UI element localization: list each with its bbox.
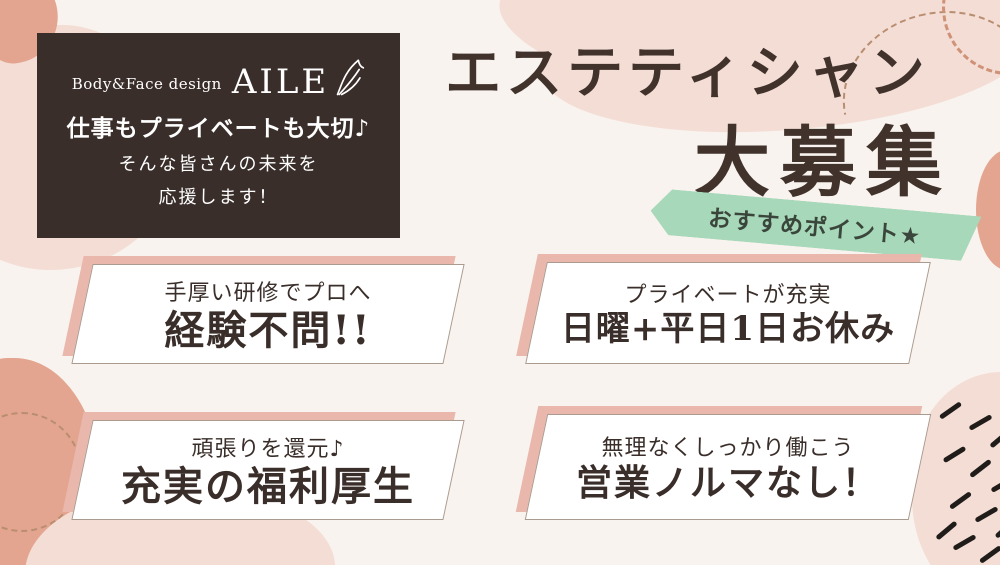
- brand-card: Body&Face design AILE 仕事もプライベートも大切♪ そんな皆…: [37, 33, 400, 238]
- wing-icon: [336, 59, 365, 96]
- point-title: 日曜+平日1日お休み: [560, 309, 896, 350]
- brand-logo: Body&Face design AILE: [37, 57, 400, 99]
- headline: エステティシャン 大募集: [415, 28, 960, 211]
- point-card-no-quota: 無理なくしっかり働こう 営業ノルマなし！: [515, 406, 932, 520]
- point-card-experience: 手厚い研修でプロへ 経験不問!!: [62, 256, 465, 364]
- headline-line2: 大募集: [694, 118, 952, 207]
- brand-tagline: 仕事もプライベートも大切♪: [66, 116, 371, 142]
- point-title: 充実の福利厚生: [121, 463, 415, 510]
- point-subtitle: プライベートが充実: [624, 283, 832, 309]
- point-title: 経験不問!!: [164, 307, 372, 354]
- point-card-holiday: プライベートが充実 日曜+平日1日お休み: [516, 254, 931, 364]
- blob-bottom-right: [912, 372, 1000, 565]
- point-card-benefits: 頑張りを還元♪ 充実の福利厚生: [62, 412, 465, 520]
- brand-message-line1: そんな皆さんの未来を: [118, 154, 319, 175]
- point-subtitle: 頑張りを還元♪: [191, 437, 345, 462]
- headline-line1: エステティシャン: [445, 40, 930, 106]
- brand-name: AILE: [231, 62, 330, 102]
- point-title: 営業ノルマなし！: [575, 462, 880, 505]
- point-card-text: 手厚い研修でプロへ 経験不問!!: [82, 264, 454, 364]
- point-card-text: 無理なくしっかり働こう 営業ノルマなし！: [536, 414, 920, 520]
- point-card-text: プライベートが充実 日曜+平日1日お休み: [536, 262, 920, 364]
- point-subtitle: 無理なくしっかり働こう: [601, 436, 855, 462]
- point-card-text: 頑張りを還元♪ 充実の福利厚生: [82, 420, 454, 520]
- point-subtitle: 手厚い研修でプロへ: [164, 281, 372, 306]
- brand-prefix: Body&Face design: [71, 75, 222, 93]
- brand-message-line2: 応援します！: [158, 187, 279, 208]
- blob-right-middle: [976, 150, 1000, 270]
